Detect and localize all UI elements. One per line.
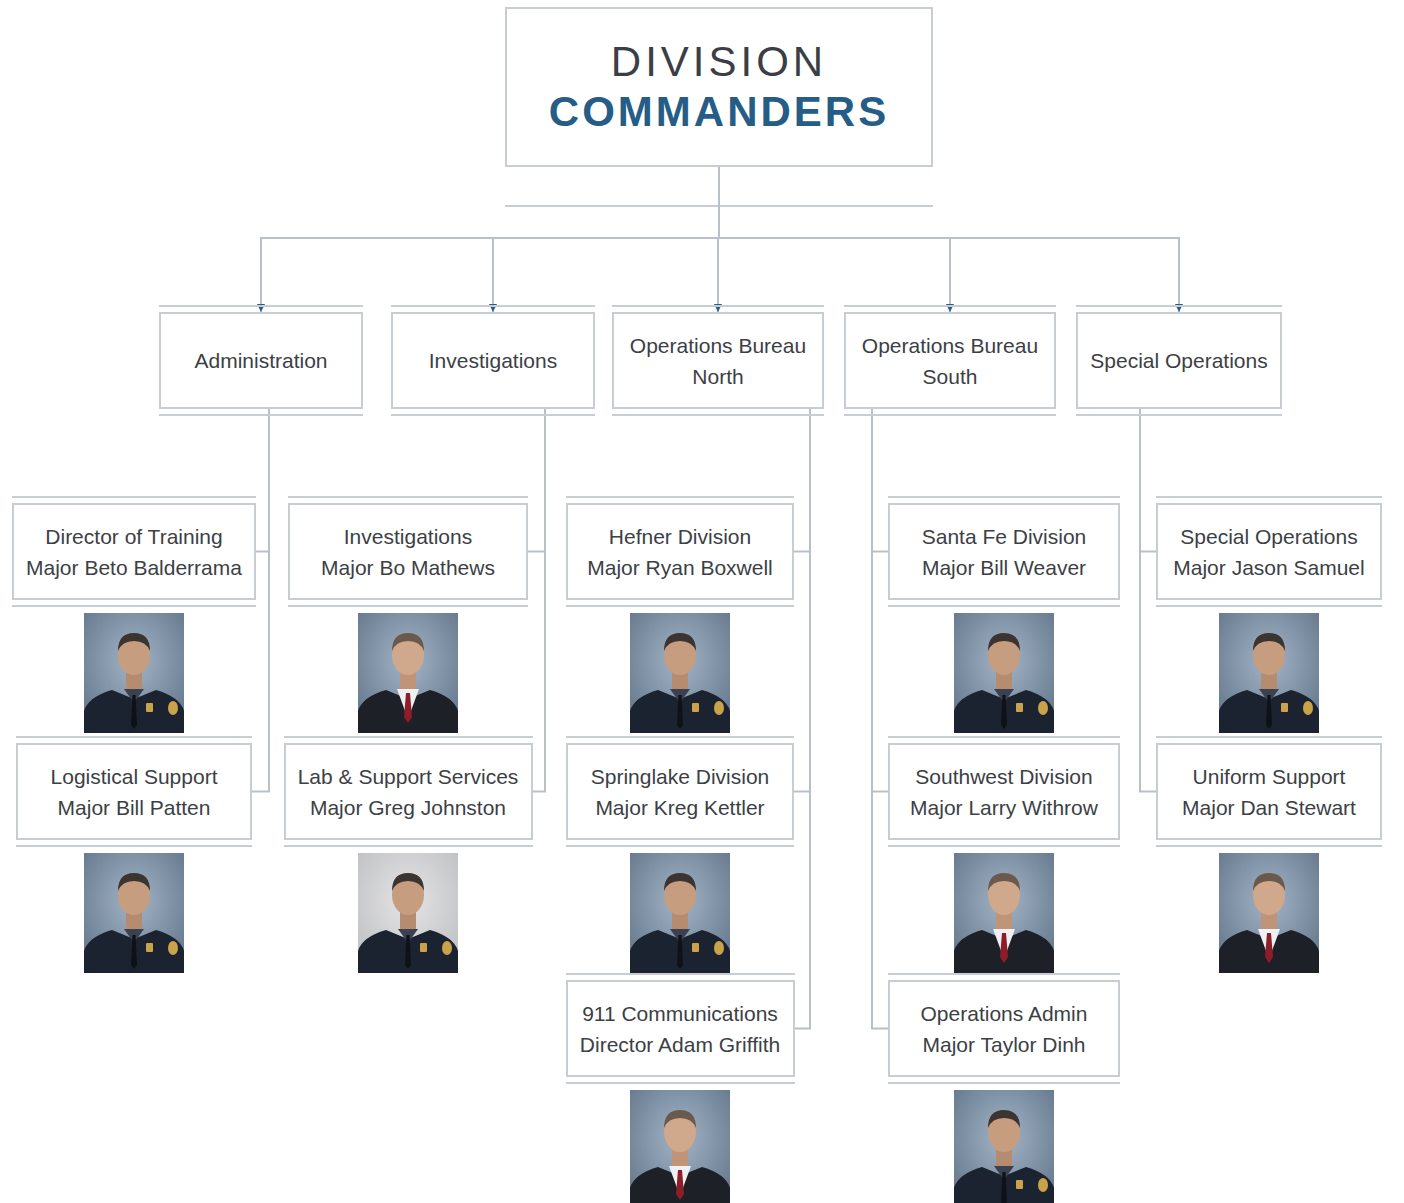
commander-box: Logistical SupportMajor Bill Patten <box>16 743 252 840</box>
portrait-photo <box>358 613 458 733</box>
box-name: Director Adam Griffith <box>580 1029 780 1060</box>
connector <box>795 409 811 1029</box>
bureau-box: Investigations <box>391 312 595 409</box>
box-heading: Operations Bureau North <box>622 330 814 392</box>
connector <box>533 409 546 792</box>
box-heading: Investigations <box>429 345 557 376</box>
box-name: COMMANDERS <box>549 87 889 137</box>
commander-box: 911 CommunicationsDirector Adam Griffith <box>566 980 795 1077</box>
portrait-photo <box>630 1090 730 1203</box>
bureau-box: Special Operations <box>1076 312 1282 409</box>
portrait-photo <box>954 613 1054 733</box>
connector-group <box>252 167 1179 1029</box>
commander-box: Uniform SupportMajor Dan Stewart <box>1156 743 1382 840</box>
bureau-box: Operations Bureau North <box>612 312 824 409</box>
connector <box>872 409 888 792</box>
box-heading: Santa Fe Division <box>922 521 1087 552</box>
portrait-photo <box>1219 853 1319 973</box>
connector <box>528 409 545 552</box>
portrait-photo <box>954 1090 1054 1203</box>
connector <box>794 409 810 552</box>
commander-box: Director of TrainingMajor Beto Balderram… <box>12 503 256 600</box>
box-heading: Uniform Support <box>1193 761 1346 792</box>
connector <box>261 167 719 312</box>
box-name: Major Dan Stewart <box>1182 792 1356 823</box>
portrait-photo <box>630 853 730 973</box>
box-name: Major Beto Balderrama <box>26 552 242 583</box>
connector <box>872 409 888 552</box>
commander-box: Operations AdminMajor Taylor Dinh <box>888 980 1120 1077</box>
box-heading: Administration <box>194 345 327 376</box>
commander-box: Santa Fe DivisionMajor Bill Weaver <box>888 503 1120 600</box>
commander-box: InvestigationsMajor Bo Mathews <box>288 503 528 600</box>
box-name: Major Ryan Boxwell <box>587 552 773 583</box>
portrait-photo <box>1219 613 1319 733</box>
box-heading: Director of Training <box>45 521 222 552</box>
commander-box: Lab & Support ServicesMajor Greg Johnsto… <box>284 743 533 840</box>
box-name: Major Jason Samuel <box>1173 552 1364 583</box>
title-box: DIVISIONCOMMANDERS <box>505 7 933 167</box>
connector <box>719 167 1179 312</box>
box-heading: Southwest Division <box>915 761 1092 792</box>
box-heading: Operations Admin <box>921 998 1088 1029</box>
connector <box>794 409 810 792</box>
connector <box>493 167 719 312</box>
connector <box>719 167 950 312</box>
box-name: Major Greg Johnston <box>310 792 506 823</box>
portrait-photo <box>84 853 184 973</box>
box-heading: Investigations <box>344 521 472 552</box>
commander-box: Special OperationsMajor Jason Samuel <box>1156 503 1382 600</box>
bureau-box: Operations Bureau South <box>844 312 1056 409</box>
box-heading: DIVISION <box>611 37 827 87</box>
box-heading: Special Operations <box>1090 345 1267 376</box>
box-heading: Lab & Support Services <box>298 761 519 792</box>
box-heading: 911 Communications <box>582 998 778 1029</box>
box-heading: Operations Bureau South <box>854 330 1046 392</box>
box-heading: Logistical Support <box>51 761 218 792</box>
box-name: Major Larry Withrow <box>910 792 1098 823</box>
connector <box>256 409 269 552</box>
connector <box>252 409 269 792</box>
portrait-photo <box>954 853 1054 973</box>
portrait-photo <box>358 853 458 973</box>
box-name: Major Taylor Dinh <box>922 1029 1085 1060</box>
commander-box: Southwest DivisionMajor Larry Withrow <box>888 743 1120 840</box>
bureau-box: Administration <box>159 312 363 409</box>
commander-box: Springlake DivisionMajor Kreg Kettler <box>566 743 794 840</box>
box-name: Major Bo Mathews <box>321 552 495 583</box>
box-heading: Special Operations <box>1180 521 1357 552</box>
portrait-photo <box>630 613 730 733</box>
box-heading: Springlake Division <box>591 761 770 792</box>
box-name: Major Bill Weaver <box>922 552 1086 583</box>
box-name: Major Bill Patten <box>58 792 211 823</box>
commander-box: Hefner DivisionMajor Ryan Boxwell <box>566 503 794 600</box>
connector <box>1140 409 1156 552</box>
box-name: Major Kreg Kettler <box>595 792 764 823</box>
connector <box>872 409 888 1029</box>
connector <box>1140 409 1156 792</box>
box-heading: Hefner Division <box>609 521 751 552</box>
portrait-photo <box>84 613 184 733</box>
